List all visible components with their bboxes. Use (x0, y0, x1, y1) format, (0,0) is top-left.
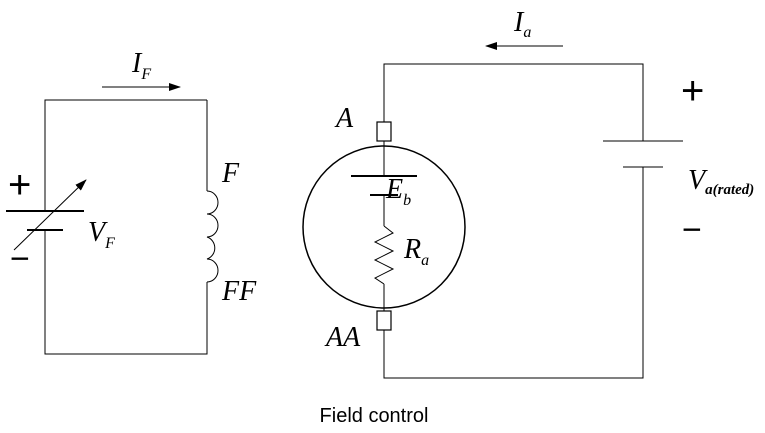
terminal-a-label: A (334, 103, 354, 134)
armature-supply-minus: − (682, 211, 702, 249)
field-current-label: IF (131, 48, 151, 83)
terminal-aa (376, 310, 392, 331)
field-wire (44, 99, 208, 355)
field-source-minus: − (10, 240, 30, 278)
field-coil-top-label: F (221, 158, 240, 189)
armature-wire (383, 63, 644, 379)
terminal-aa-label: AA (324, 322, 361, 353)
terminal-a (376, 121, 392, 142)
field-source-variable-arrow (13, 179, 87, 251)
armature-supply-label: Va(rated) (688, 165, 754, 198)
armature-circuit: Ia A AA Eb Ra + − Va(rated) (302, 7, 754, 379)
back-emf-label: Eb (385, 174, 411, 209)
field-source-label: VF (88, 217, 115, 252)
armature-supply-plus: + (681, 69, 704, 113)
diagram-caption: Field control (320, 405, 429, 427)
armature-resistance-label: Ra (403, 234, 429, 269)
field-coil-bottom-label: FF (221, 276, 257, 307)
field-coil (206, 190, 219, 283)
field-source-plus: + (8, 163, 31, 207)
armature-resistor (373, 225, 395, 285)
armature-current-label: Ia (513, 7, 531, 41)
field-circuit: IF VF + − F FF (6, 48, 257, 355)
